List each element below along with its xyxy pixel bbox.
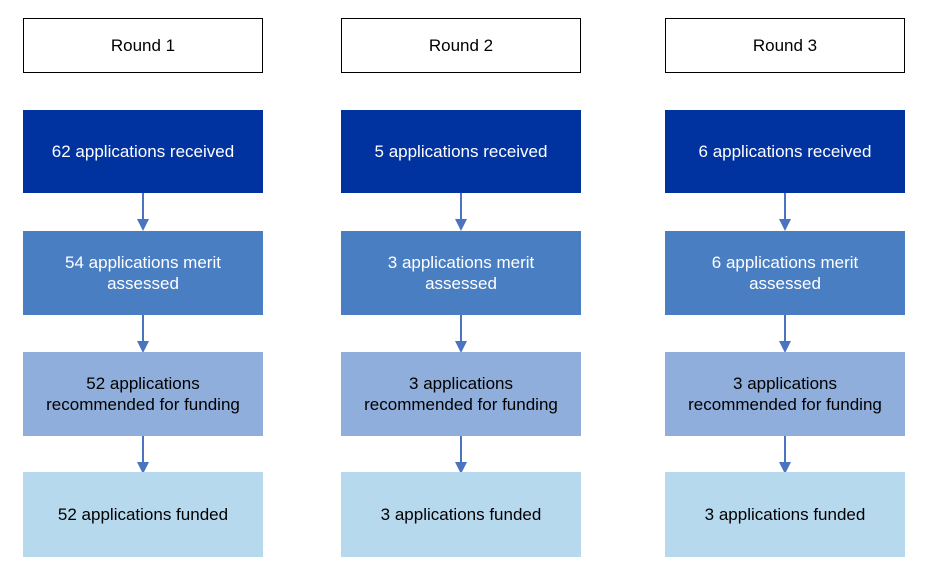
round-3-arrow-3	[779, 436, 791, 474]
round-3-arrow-2	[779, 315, 791, 353]
round-2-header: Round 2	[341, 18, 581, 73]
round-2-received-box: 5 applications received	[341, 110, 581, 193]
round-1-recommended-box: 52 applications recommended for funding	[23, 352, 263, 436]
round-3-merit-box: 6 applications merit assessed	[665, 231, 905, 315]
round-1-column: Round 1 62 applications received 54 appl…	[23, 0, 263, 576]
round-2-arrow-2	[455, 315, 467, 353]
round-1-header: Round 1	[23, 18, 263, 73]
round-2-arrow-3	[455, 436, 467, 474]
round-3-column: Round 3 6 applications received 6 applic…	[665, 0, 905, 576]
round-1-arrow-3	[137, 436, 149, 474]
round-2-recommended-box: 3 applications recommended for funding	[341, 352, 581, 436]
round-2-arrow-1	[455, 193, 467, 231]
round-1-arrow-2	[137, 315, 149, 353]
round-1-received-box: 62 applications received	[23, 110, 263, 193]
round-3-funded-box: 3 applications funded	[665, 472, 905, 557]
round-1-funded-box: 52 applications funded	[23, 472, 263, 557]
round-2-column: Round 2 5 applications received 3 applic…	[341, 0, 581, 576]
round-3-received-box: 6 applications received	[665, 110, 905, 193]
round-1-merit-box: 54 applications merit assessed	[23, 231, 263, 315]
round-3-header: Round 3	[665, 18, 905, 73]
round-2-funded-box: 3 applications funded	[341, 472, 581, 557]
round-1-arrow-1	[137, 193, 149, 231]
round-2-merit-box: 3 applications merit assessed	[341, 231, 581, 315]
round-3-arrow-1	[779, 193, 791, 231]
round-3-recommended-box: 3 applications recommended for funding	[665, 352, 905, 436]
